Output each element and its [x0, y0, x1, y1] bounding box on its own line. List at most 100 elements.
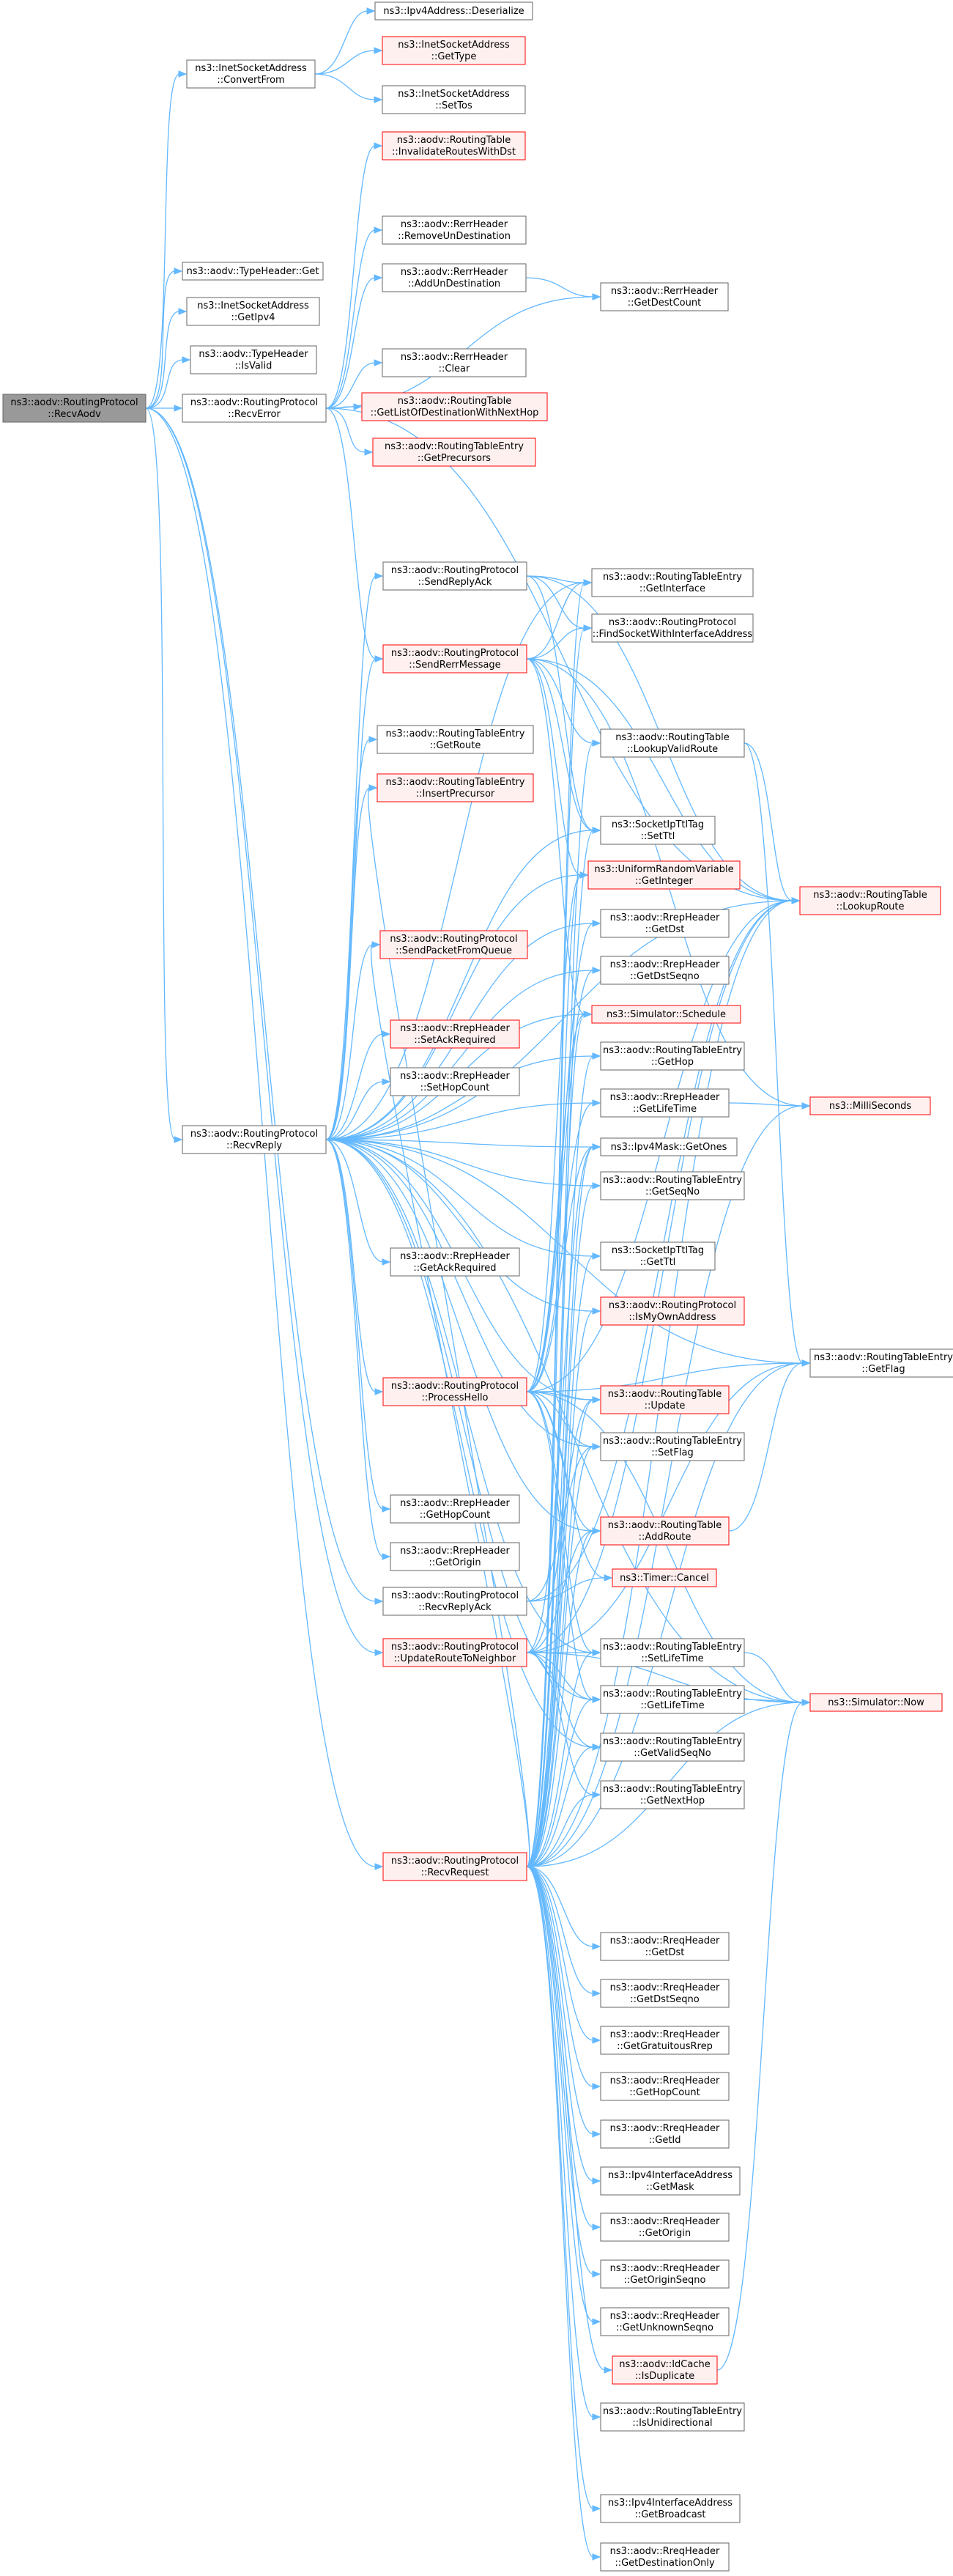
- function-node-rrepsetackreq[interactable]: ns3::aodv::RrepHeader::SetAckRequired: [390, 1019, 520, 1049]
- function-node-rtupdate[interactable]: ns3::aodv::RoutingTable::Update: [600, 1385, 730, 1414]
- function-node-rreqgetoriginseqno[interactable]: ns3::aodv::RreqHeader::GetOriginSeqno: [600, 2259, 730, 2289]
- function-node-rrepsethopcount[interactable]: ns3::aodv::RrepHeader::SetHopCount: [390, 1067, 520, 1096]
- function-node-box[interactable]: [600, 1241, 716, 1271]
- function-node-rerrclear[interactable]: ns3::aodv::RerrHeader::Clear: [382, 348, 527, 377]
- function-node-sendrerrmessage[interactable]: ns3::aodv::RoutingProtocol::SendRerrMess…: [382, 644, 527, 673]
- function-node-box[interactable]: [600, 1638, 745, 1667]
- function-node-box[interactable]: [182, 1125, 327, 1154]
- function-node-box[interactable]: [600, 1171, 745, 1200]
- function-node-sendreplyack[interactable]: ns3::aodv::RoutingProtocol::SendReplyAck: [382, 561, 527, 591]
- function-node-rtegetroute[interactable]: ns3::aodv::RoutingTableEntry::GetRoute: [377, 725, 534, 754]
- function-node-recvreplyack[interactable]: ns3::aodv::RoutingProtocol::RecvReplyAck: [382, 1587, 527, 1616]
- function-node-box[interactable]: [600, 956, 730, 985]
- function-node-recvrequest[interactable]: ns3::aodv::RoutingProtocol::RecvRequest: [382, 1852, 527, 1881]
- function-node-box[interactable]: [2, 394, 147, 423]
- function-node-box[interactable]: [600, 1041, 745, 1071]
- function-node-rtaddroute[interactable]: ns3::aodv::RoutingTable::AddRoute: [600, 1516, 730, 1546]
- function-node-rreqgetunknown[interactable]: ns3::aodv::RreqHeader::GetUnknownSeqno: [600, 2307, 730, 2336]
- function-node-box[interactable]: [600, 1088, 730, 1118]
- function-node-box[interactable]: [390, 1247, 520, 1277]
- function-node-box[interactable]: [600, 1979, 730, 2008]
- function-node-simschedule[interactable]: ns3::Simulator::Schedule: [591, 1005, 741, 1024]
- function-node-box[interactable]: [182, 262, 324, 281]
- function-node-rtegetseqno[interactable]: ns3::aodv::RoutingTableEntry::GetSeqNo: [600, 1171, 745, 1200]
- function-node-rtegetnexthop[interactable]: ns3::aodv::RoutingTableEntry::GetNextHop: [600, 1780, 745, 1809]
- function-node-box[interactable]: [600, 909, 730, 938]
- function-node-socketipttlset[interactable]: ns3::SocketIpTtlTag::SetTtl: [600, 816, 716, 845]
- function-node-rtesetflag[interactable]: ns3::aodv::RoutingTableEntry::SetFlag: [600, 1432, 745, 1461]
- function-node-rtegetflag[interactable]: ns3::aodv::RoutingTableEntry::GetFlag: [809, 1348, 953, 1378]
- function-node-rrepgetlifetime[interactable]: ns3::aodv::RrepHeader::GetLifeTime: [600, 1088, 730, 1118]
- function-node-box[interactable]: [600, 1296, 745, 1326]
- function-node-box[interactable]: [600, 728, 745, 758]
- function-node-rtesetlifetime[interactable]: ns3::aodv::RoutingTableEntry::SetLifeTim…: [600, 1638, 745, 1667]
- function-node-box[interactable]: [377, 725, 534, 754]
- function-node-rreqgetdestonly[interactable]: ns3::aodv::RreqHeader::GetDestinationOnl…: [600, 2542, 730, 2572]
- function-node-box[interactable]: [600, 2213, 730, 2242]
- function-node-rrepgethopcount[interactable]: ns3::aodv::RrepHeader::GetHopCount: [390, 1494, 520, 1524]
- function-node-rerrremove[interactable]: ns3::aodv::RerrHeader::RemoveUnDestinati…: [382, 215, 527, 245]
- function-node-box[interactable]: [374, 1, 533, 21]
- function-node-rtinvalidate[interactable]: ns3::aodv::RoutingTable::InvalidateRoute…: [382, 131, 526, 160]
- function-node-processhello[interactable]: ns3::aodv::RoutingProtocol::ProcessHello: [382, 1377, 527, 1406]
- function-node-box[interactable]: [600, 2166, 741, 2196]
- function-node-box[interactable]: [587, 860, 741, 890]
- function-node-rtegetprecursors[interactable]: ns3::aodv::RoutingTableEntry::GetPrecurs…: [372, 438, 536, 467]
- function-node-rtegetlifetime[interactable]: ns3::aodv::RoutingTableEntry::GetLifeTim…: [600, 1685, 745, 1714]
- function-node-recvreply[interactable]: ns3::aodv::RoutingProtocol::RecvReply: [182, 1125, 327, 1154]
- function-node-rreqgetdstseqno[interactable]: ns3::aodv::RreqHeader::GetDstSeqno: [600, 1979, 730, 2008]
- function-node-inetgettype[interactable]: ns3::InetSocketAddress::GetType: [382, 36, 526, 65]
- function-node-simnow[interactable]: ns3::Simulator::Now: [809, 1693, 943, 1712]
- function-node-ipv4deser[interactable]: ns3::Ipv4Address::Deserialize: [374, 1, 533, 21]
- function-node-convertfrom[interactable]: ns3::InetSocketAddress::ConvertFrom: [186, 59, 316, 89]
- function-node-typeheaderisvalid[interactable]: ns3::aodv::TypeHeader::IsValid: [190, 345, 317, 374]
- function-node-root[interactable]: ns3::aodv::RoutingProtocol::RecvAodv: [2, 394, 147, 423]
- function-node-rtegetinterface[interactable]: ns3::aodv::RoutingTableEntry::GetInterfa…: [591, 568, 754, 597]
- function-node-box[interactable]: [382, 85, 526, 114]
- function-node-box[interactable]: [591, 568, 754, 597]
- function-node-rreqgetorigin[interactable]: ns3::aodv::RreqHeader::GetOrigin: [600, 2213, 730, 2242]
- function-node-rrepgetdst[interactable]: ns3::aodv::RrepHeader::GetDst: [600, 909, 730, 938]
- function-node-box[interactable]: [382, 561, 527, 591]
- function-node-idcacheisdup[interactable]: ns3::aodv::IdCache::IsDuplicate: [612, 2355, 718, 2385]
- function-node-box[interactable]: [600, 1932, 730, 1961]
- function-node-box[interactable]: [390, 1494, 520, 1524]
- function-node-box[interactable]: [382, 36, 526, 65]
- function-node-box[interactable]: [600, 1385, 730, 1414]
- function-node-box[interactable]: [600, 2542, 730, 2572]
- function-node-rtegethop[interactable]: ns3::aodv::RoutingTableEntry::GetHop: [600, 1041, 745, 1071]
- function-node-rtlookuproute[interactable]: ns3::aodv::RoutingTable::LookupRoute: [799, 886, 941, 915]
- function-node-rrepgetdstseqno[interactable]: ns3::aodv::RrepHeader::GetDstSeqno: [600, 956, 730, 985]
- function-node-box[interactable]: [382, 1638, 527, 1667]
- function-node-updateroute[interactable]: ns3::aodv::RoutingProtocol::UpdateRouteT…: [382, 1638, 527, 1667]
- function-node-ismyownaddress[interactable]: ns3::aodv::RoutingProtocol::IsMyOwnAddre…: [600, 1296, 745, 1326]
- function-node-ipv4maskgetones[interactable]: ns3::Ipv4Mask::GetOnes: [600, 1137, 738, 1156]
- function-node-findsocket[interactable]: ns3::aodv::RoutingProtocol::FindSocketWi…: [591, 613, 754, 643]
- function-node-rerradd[interactable]: ns3::aodv::RerrHeader::AddUnDestination: [382, 263, 527, 292]
- function-node-box[interactable]: [190, 345, 317, 374]
- function-node-rrepgetackreq[interactable]: ns3::aodv::RrepHeader::GetAckRequired: [390, 1247, 520, 1277]
- function-node-box[interactable]: [799, 886, 941, 915]
- function-node-box[interactable]: [600, 2259, 730, 2289]
- function-node-box[interactable]: [382, 348, 527, 377]
- function-node-milliseconds[interactable]: ns3::MilliSeconds: [809, 1096, 931, 1115]
- function-node-box[interactable]: [591, 1005, 741, 1024]
- function-node-ipv4ifgetbroadcast[interactable]: ns3::Ipv4InterfaceAddress::GetBroadcast: [600, 2494, 741, 2523]
- function-node-inetsettos[interactable]: ns3::InetSocketAddress::SetTos: [382, 85, 526, 114]
- function-node-sendpacketfromqueue[interactable]: ns3::aodv::RoutingProtocol::SendPacketFr…: [379, 930, 528, 959]
- function-node-socketipttlget[interactable]: ns3::SocketIpTtlTag::GetTtl: [600, 1241, 716, 1271]
- function-node-box[interactable]: [600, 2402, 745, 2432]
- function-node-box[interactable]: [361, 392, 548, 421]
- function-node-box[interactable]: [186, 59, 316, 89]
- function-node-box[interactable]: [600, 1732, 745, 1762]
- function-node-box[interactable]: [382, 644, 527, 673]
- function-node-box[interactable]: [382, 263, 527, 292]
- function-node-box[interactable]: [372, 438, 536, 467]
- function-node-box[interactable]: [382, 131, 526, 160]
- function-node-rreqgetid[interactable]: ns3::aodv::RreqHeader::GetId: [600, 2119, 730, 2149]
- function-node-rtgetlist[interactable]: ns3::aodv::RoutingTable::GetListOfDestin…: [361, 392, 548, 421]
- function-node-box[interactable]: [600, 2119, 730, 2149]
- function-node-inetgetipv4[interactable]: ns3::InetSocketAddress::GetIpv4: [186, 297, 320, 326]
- function-node-box[interactable]: [390, 1067, 520, 1096]
- function-node-box[interactable]: [186, 297, 320, 326]
